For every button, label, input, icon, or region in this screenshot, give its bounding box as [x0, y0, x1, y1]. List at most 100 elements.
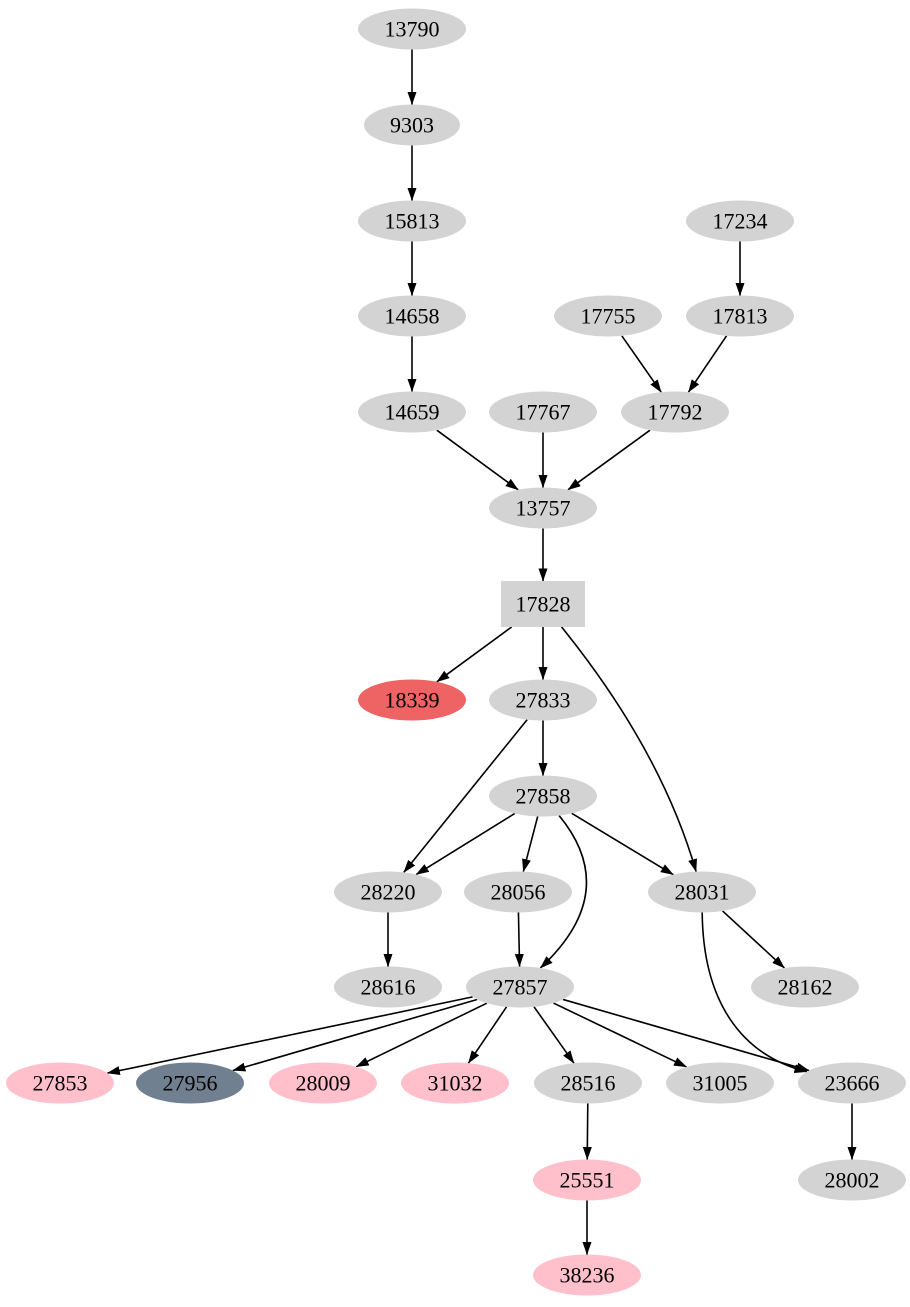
node-28056: 28056	[464, 871, 572, 913]
node-shape-ellipse	[334, 871, 442, 913]
node-label: 17767	[516, 400, 571, 425]
edge-27833-28220	[403, 719, 528, 873]
edge-27857-28009	[355, 1002, 488, 1068]
node-25551: 25551	[533, 1159, 641, 1201]
edge-27858-28031	[571, 812, 674, 876]
node-shape-ellipse	[489, 775, 597, 817]
edge-17813-17792	[687, 335, 728, 393]
node-shape-ellipse	[358, 8, 466, 50]
node-17234: 17234	[686, 200, 794, 242]
node-label: 38236	[560, 1263, 615, 1288]
node-17767: 17767	[489, 391, 597, 433]
node-shape-ellipse	[489, 391, 597, 433]
node-27956: 27956	[136, 1062, 244, 1104]
node-label: 17755	[581, 304, 636, 329]
node-17813: 17813	[686, 295, 794, 337]
node-shape-ellipse	[358, 200, 466, 242]
node-label: 23666	[825, 1071, 880, 1096]
node-label: 14658	[385, 304, 440, 329]
node-27858: 27858	[489, 775, 597, 817]
node-shape-ellipse	[533, 1159, 641, 1201]
node-label: 28220	[361, 880, 416, 905]
node-label: 28031	[675, 880, 730, 905]
node-27857: 27857	[466, 966, 574, 1008]
node-shape-ellipse	[533, 1254, 641, 1296]
node-31005: 31005	[666, 1062, 774, 1104]
node-shape-ellipse	[648, 871, 756, 913]
node-31032: 31032	[401, 1062, 509, 1104]
node-shape-ellipse	[358, 391, 466, 433]
node-label: 18339	[385, 688, 440, 713]
edge-27858-28220	[415, 812, 516, 876]
node-label: 17813	[713, 304, 768, 329]
node-shape-ellipse	[358, 679, 466, 721]
edge-17755-17792	[621, 335, 662, 393]
node-label: 17828	[516, 592, 571, 617]
node-14658: 14658	[358, 295, 466, 337]
node-28009: 28009	[269, 1062, 377, 1104]
node-label: 28009	[296, 1071, 351, 1096]
edge-27857-23666	[562, 998, 810, 1072]
node-shape-ellipse	[136, 1062, 244, 1104]
edge-28056-27857	[514, 912, 524, 968]
edge-27857-27956	[232, 998, 478, 1072]
node-shape-ellipse	[464, 871, 572, 913]
edge-27858-27857	[539, 815, 588, 969]
edge-17828-18339	[436, 626, 513, 683]
node-label: 27833	[516, 688, 571, 713]
node-label: 28002	[825, 1168, 880, 1193]
node-shape-ellipse	[358, 295, 466, 337]
edge-28031-28162	[722, 910, 785, 969]
node-13757: 13757	[489, 487, 597, 529]
node-shape-ellipse	[269, 1062, 377, 1104]
node-label: 25551	[560, 1168, 615, 1193]
node-label: 27853	[33, 1071, 88, 1096]
node-27853: 27853	[6, 1062, 114, 1104]
node-shape-ellipse	[666, 1062, 774, 1104]
edge-27857-27853	[106, 996, 473, 1075]
node-label: 31005	[693, 1071, 748, 1096]
node-shape-ellipse	[466, 966, 574, 1008]
node-label: 17792	[648, 400, 703, 425]
node-15813: 15813	[358, 200, 466, 242]
node-18339: 18339	[358, 679, 466, 721]
node-28002: 28002	[798, 1159, 906, 1201]
node-14659: 14659	[358, 391, 466, 433]
node-shape-ellipse	[401, 1062, 509, 1104]
node-28162: 28162	[751, 966, 859, 1008]
node-shape-ellipse	[489, 487, 597, 529]
node-shape-ellipse	[798, 1159, 906, 1201]
node-shape-ellipse	[364, 104, 460, 146]
node-shape-ellipse	[686, 295, 794, 337]
node-label: 13790	[385, 17, 440, 42]
node-label: 13757	[516, 496, 571, 521]
node-label: 28616	[361, 975, 416, 1000]
node-label: 28516	[561, 1071, 616, 1096]
node-label: 27857	[493, 975, 548, 1000]
node-shape-ellipse	[554, 295, 662, 337]
edge-27857-31005	[553, 1002, 687, 1068]
node-17792: 17792	[621, 391, 729, 433]
node-17755: 17755	[554, 295, 662, 337]
node-38236: 38236	[533, 1254, 641, 1296]
node-17828: 17828	[501, 581, 585, 627]
node-label: 9303	[390, 113, 434, 138]
node-shape-ellipse	[751, 966, 859, 1008]
node-23666: 23666	[798, 1062, 906, 1104]
node-shape-ellipse	[489, 679, 597, 721]
node-13790: 13790	[358, 8, 466, 50]
node-27833: 27833	[489, 679, 597, 721]
node-label: 27956	[163, 1071, 218, 1096]
node-shape-ellipse	[686, 200, 794, 242]
node-label: 17234	[713, 209, 768, 234]
node-shape-ellipse	[334, 966, 442, 1008]
node-28031: 28031	[648, 871, 756, 913]
node-label: 27858	[516, 784, 571, 809]
edge-17828-28031	[560, 626, 697, 873]
edge-17792-13757	[567, 429, 651, 491]
node-28516: 28516	[534, 1062, 642, 1104]
edge-27857-31032	[467, 1006, 508, 1064]
node-shape-ellipse	[621, 391, 729, 433]
